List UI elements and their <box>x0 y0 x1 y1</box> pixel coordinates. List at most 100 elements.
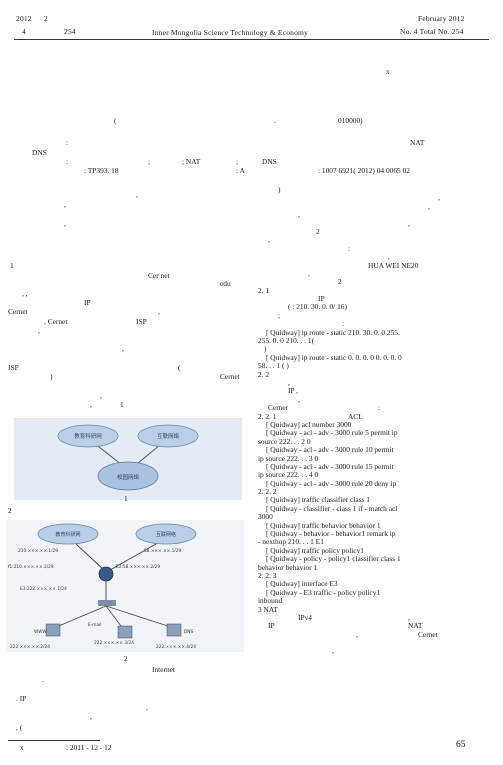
section-2-2-2-heading: 2. 2. 2 <box>258 487 277 497</box>
right-column: ) , , , , 2 , : , HUA WEI NE20 , 2 2. 1 … <box>258 185 490 655</box>
text-line: , <box>308 268 310 278</box>
text-acl: ACL <box>348 411 363 421</box>
title-marker: x <box>386 67 390 76</box>
fig1-cloud2-label: 互联网络 <box>157 432 180 440</box>
text-line: ; <box>278 310 281 320</box>
body-punct: , , <box>22 289 28 298</box>
header-issue: 4 <box>22 27 26 36</box>
code-line: 3000 <box>258 512 273 522</box>
code-line: ip source 222. . . 3 0 <box>258 453 319 463</box>
fig2-server3: DNS <box>184 629 194 635</box>
fig2-cloud2-label: 互联网络 <box>156 531 176 538</box>
body-cernet: Cernet <box>220 372 240 381</box>
code-line: [ Quidway] acl number 3000 <box>266 419 352 429</box>
text-cernet: Cernet <box>268 403 288 413</box>
text-line: , <box>438 193 440 203</box>
text-line: 2 <box>316 226 320 236</box>
code-line: [ Quidway - behavior - behavior1 remark … <box>266 529 396 539</box>
body-punct: , <box>64 219 66 228</box>
footnote-date: : 2011 - 12 - 12 <box>66 743 112 752</box>
body-punct: , <box>90 400 92 409</box>
affiliation-zip: 010000) <box>338 116 363 125</box>
figure-2-caption: 2 <box>124 654 128 663</box>
body-punct: , <box>122 344 124 353</box>
doc-code: : A <box>236 166 245 175</box>
text-ip: IP <box>268 621 275 631</box>
text-line: : <box>348 243 351 253</box>
fig1-ref: 1 <box>120 400 124 409</box>
code-line: [ Quidway - acl - adv - 3000 rule 15 per… <box>266 461 394 471</box>
header-total: 254 <box>64 27 76 36</box>
abstract-dns: DNS <box>32 148 47 157</box>
body-punct: , <box>64 200 66 209</box>
body-punct: , <box>100 391 102 400</box>
code-line: [ Quidway] traffic behavior behavior 1 <box>266 520 381 530</box>
router-icon <box>98 566 114 582</box>
article-number: : 1007 6921( 2012) 04 0065 02 <box>318 166 410 175</box>
code-line: [ Quidway] interface E3 <box>266 579 338 589</box>
fig2-server1: WWW <box>34 629 47 635</box>
figure-2-topology: 教育科研网 互联网络 210.×××.××.1/29 58.×××.××.1/2… <box>6 520 244 652</box>
abstract-nat: NAT <box>410 138 425 147</box>
header-year: 2012 <box>16 14 32 23</box>
body-edu: edu <box>220 279 231 288</box>
figure-1-caption: 1 <box>124 494 128 503</box>
header-vol: 2 <box>44 14 48 23</box>
text-line: , <box>388 252 390 262</box>
code-line: [ Quidway - acl - adv - 3000 rule 20 den… <box>266 478 397 488</box>
section-2-2-3-heading: 2. 2. 3 <box>258 570 277 580</box>
text-line: , <box>298 210 300 220</box>
server-icon <box>166 623 182 637</box>
section-2-2-heading: 2. 2 <box>258 369 270 379</box>
fig2-r4: E2:58.×××.××.2/29 <box>116 564 160 570</box>
header-rule <box>14 39 489 40</box>
fig2-r2: 58.×××.××.1/29 <box>144 548 181 554</box>
text-line: , <box>298 394 300 404</box>
fig2-addr3: 222.×××.××.4/24 <box>156 644 196 650</box>
body-cernet: Cer net <box>148 271 170 280</box>
body-cernet: Cernet <box>8 307 28 316</box>
fig2-server2: E-mail <box>88 622 101 628</box>
text-line: , <box>428 201 430 211</box>
code-line: [ Quidway] traffic classifier class 1 <box>266 495 370 505</box>
abstract-colon: : <box>66 138 69 147</box>
code-line: [ Quidway] traffic policy policy1 <box>266 545 364 555</box>
keywords-colon: : <box>66 157 69 166</box>
affiliation-paren: ( <box>114 116 117 125</box>
kw-nat: ; NAT <box>182 157 201 166</box>
server-icon <box>117 625 133 639</box>
text-line: : <box>378 403 381 413</box>
code-line: [ Quidway] ip route - static 0. 0. 0. 0 … <box>266 352 402 362</box>
hardware-model: HUA WEI NE20 <box>368 260 419 270</box>
section-2-2-1-heading: 2. 2. 1 <box>258 411 277 421</box>
figure-2-label: 2 <box>8 506 12 515</box>
footnote-rule <box>8 740 100 741</box>
section-1-heading: 1 <box>10 261 14 270</box>
code-line: behavior behavior 1 <box>258 562 318 572</box>
fig2-r1: 210.×××.××.1/29 <box>18 548 58 554</box>
code-line: [ Quidway - E3 traffic - policy policy1 <box>266 587 381 597</box>
body-punct: , <box>38 326 40 335</box>
fig1-center-label: 校园网络 <box>117 473 140 481</box>
code-line: [ Quidway - acl - adv - 3000 rule 5 perm… <box>266 428 398 438</box>
kw-dns: DNS <box>262 157 277 166</box>
code-line: 58. . . 1 ( ) <box>258 361 289 371</box>
code-line: - nexthop 210. . . 1 E1 <box>258 537 324 547</box>
text-line: IP , <box>288 386 298 396</box>
text-line: : <box>342 319 345 329</box>
text-nat: NAT <box>408 621 423 631</box>
server-icon <box>45 623 61 637</box>
body-punct: , <box>146 703 148 712</box>
section-3-heading: 3 NAT <box>258 604 278 614</box>
header-issue-label: No. 4 Total No. 254 <box>400 27 464 36</box>
body-cernet: , Cernet <box>44 317 68 326</box>
text-line: , <box>288 377 290 387</box>
cloud-icon <box>137 424 199 448</box>
fig2-cloud1-label: 教育科研网 <box>55 531 80 538</box>
kw-sep1: ; <box>148 157 151 166</box>
text-line: 2 <box>338 277 342 287</box>
body-punct: . <box>42 675 44 684</box>
text-ipv4: IPv4 <box>298 612 312 622</box>
page-number: 65 <box>456 740 466 750</box>
fig1-cloud1-label: 教育科研网 <box>74 432 102 440</box>
